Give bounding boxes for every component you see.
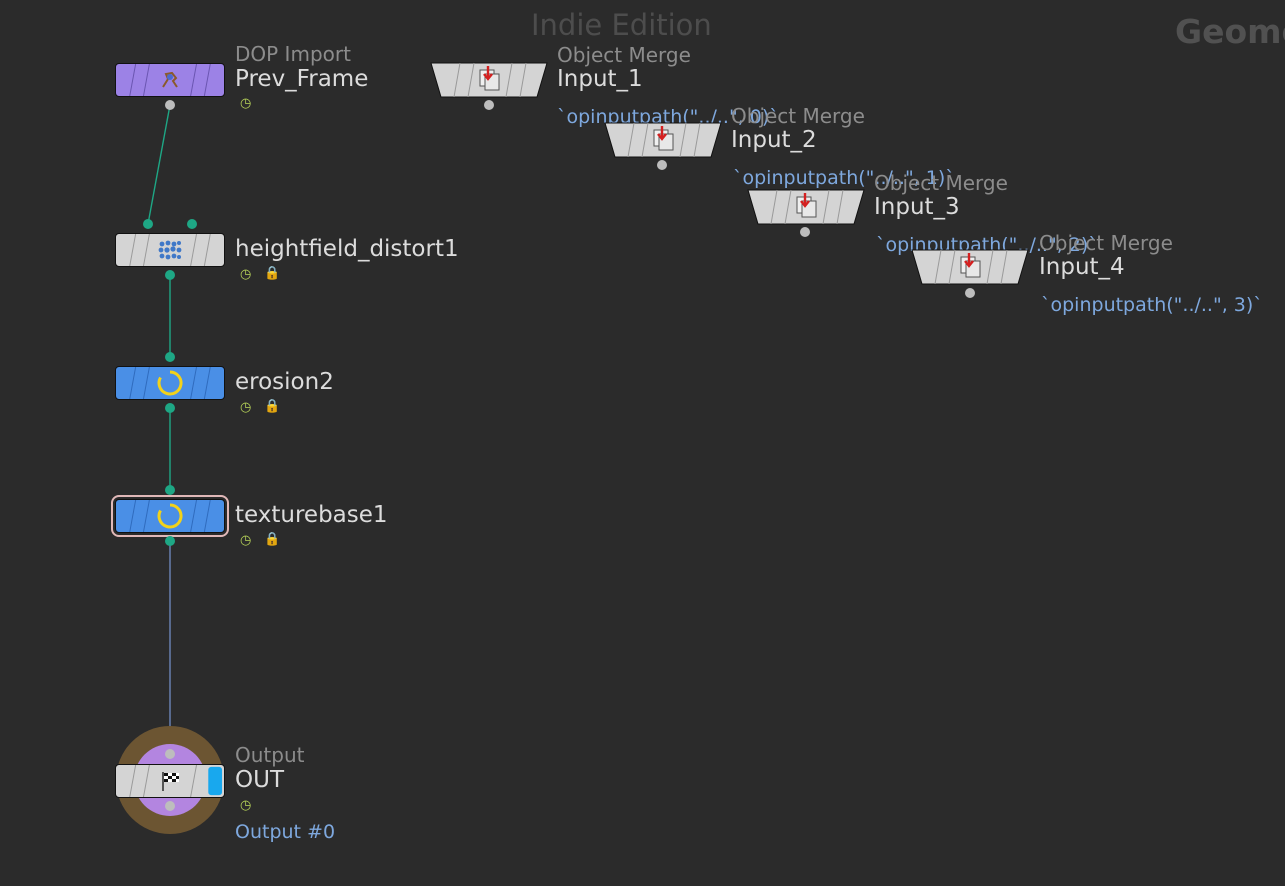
- lock-icon: 🔒: [264, 266, 281, 281]
- heightfield-distort-name-label[interactable]: heightfield_distort1: [235, 236, 459, 262]
- texturebase-name-label[interactable]: texturebase1: [235, 502, 388, 528]
- erosion-input-connector[interactable]: [165, 352, 175, 362]
- input-2-path-expression: `opinputpath("../..", 1)`: [733, 167, 955, 189]
- node-stripes: [129, 500, 211, 532]
- texturebase-output-connector[interactable]: [165, 536, 175, 546]
- network-context-label: Geome: [1175, 12, 1285, 51]
- input-3-node[interactable]: [747, 189, 865, 225]
- node-stripes: [129, 64, 211, 96]
- erosion-output-connector[interactable]: [165, 403, 175, 413]
- out-node[interactable]: [115, 764, 225, 798]
- out-name-label[interactable]: OUT: [235, 767, 284, 793]
- prev-frame-output-connector[interactable]: [165, 100, 175, 110]
- input-3-name-label[interactable]: Input_3: [874, 194, 960, 220]
- distort-output-connector[interactable]: [165, 270, 175, 280]
- object-merge-icon: [796, 193, 817, 218]
- distort-input-connector-2[interactable]: [187, 219, 197, 229]
- lock-icon: 🔒: [264, 532, 281, 547]
- checkered-flag-icon: [162, 772, 179, 791]
- dop-import-icon: [162, 71, 178, 88]
- out-input-connector[interactable]: [165, 749, 175, 759]
- prev-frame-type-label: DOP Import: [235, 42, 351, 66]
- clock-icon: ◷: [240, 798, 252, 813]
- cook-spinner-icon: [157, 503, 183, 529]
- node-stripes: [129, 234, 211, 266]
- input-2-output-connector[interactable]: [657, 160, 667, 170]
- input-4-name-label[interactable]: Input_4: [1039, 254, 1125, 280]
- object-merge-icon: [479, 66, 500, 91]
- clock-icon: ◷: [240, 533, 252, 548]
- clock-icon: ◷: [240, 400, 252, 415]
- node-stripes: [129, 367, 211, 399]
- node-stripes: [129, 765, 223, 797]
- out-output-connector[interactable]: [165, 801, 175, 811]
- object-merge-icon: [960, 253, 981, 278]
- input-1-path-expression: `opinputpath("../..", 0)`: [557, 106, 779, 128]
- heightfield-distort-icon: [158, 240, 182, 260]
- texturebase-node[interactable]: [111, 495, 229, 537]
- erosion-name-label[interactable]: erosion2: [235, 369, 334, 395]
- input-4-type-label: Object Merge: [1039, 231, 1173, 255]
- input-2-name-label[interactable]: Input_2: [731, 127, 817, 153]
- lock-icon: 🔒: [264, 399, 281, 414]
- prev-frame-node[interactable]: [115, 63, 225, 97]
- texturebase-input-connector[interactable]: [165, 485, 175, 495]
- cook-spinner-icon: [157, 370, 183, 396]
- input-1-output-connector[interactable]: [484, 100, 494, 110]
- input-3-output-connector[interactable]: [800, 227, 810, 237]
- input-1-type-label: Object Merge: [557, 43, 691, 67]
- input-4-output-connector[interactable]: [965, 288, 975, 298]
- object-merge-icon: [653, 126, 674, 151]
- erosion-node[interactable]: [115, 366, 225, 400]
- edition-watermark: Indie Edition: [531, 8, 712, 42]
- input-1-node[interactable]: [430, 62, 548, 98]
- input-2-node[interactable]: [604, 122, 722, 158]
- distort-input-connector-1[interactable]: [143, 219, 153, 229]
- input-4-path-expression: `opinputpath("../..", 3)`: [1041, 294, 1263, 316]
- input-3-type-label: Object Merge: [874, 171, 1008, 195]
- clock-icon: ◷: [240, 267, 252, 282]
- input-4-node[interactable]: [911, 249, 1029, 285]
- heightfield-distort-node[interactable]: [115, 233, 225, 267]
- input-2-type-label: Object Merge: [731, 104, 865, 128]
- out-type-label: Output: [235, 743, 305, 767]
- input-1-name-label[interactable]: Input_1: [557, 66, 643, 92]
- prev-frame-name-label[interactable]: Prev_Frame: [235, 66, 369, 92]
- clock-icon: ◷: [240, 96, 252, 111]
- wire-prevframe-to-distort[interactable]: [147, 104, 171, 225]
- out-output-index-label: Output #0: [235, 821, 336, 843]
